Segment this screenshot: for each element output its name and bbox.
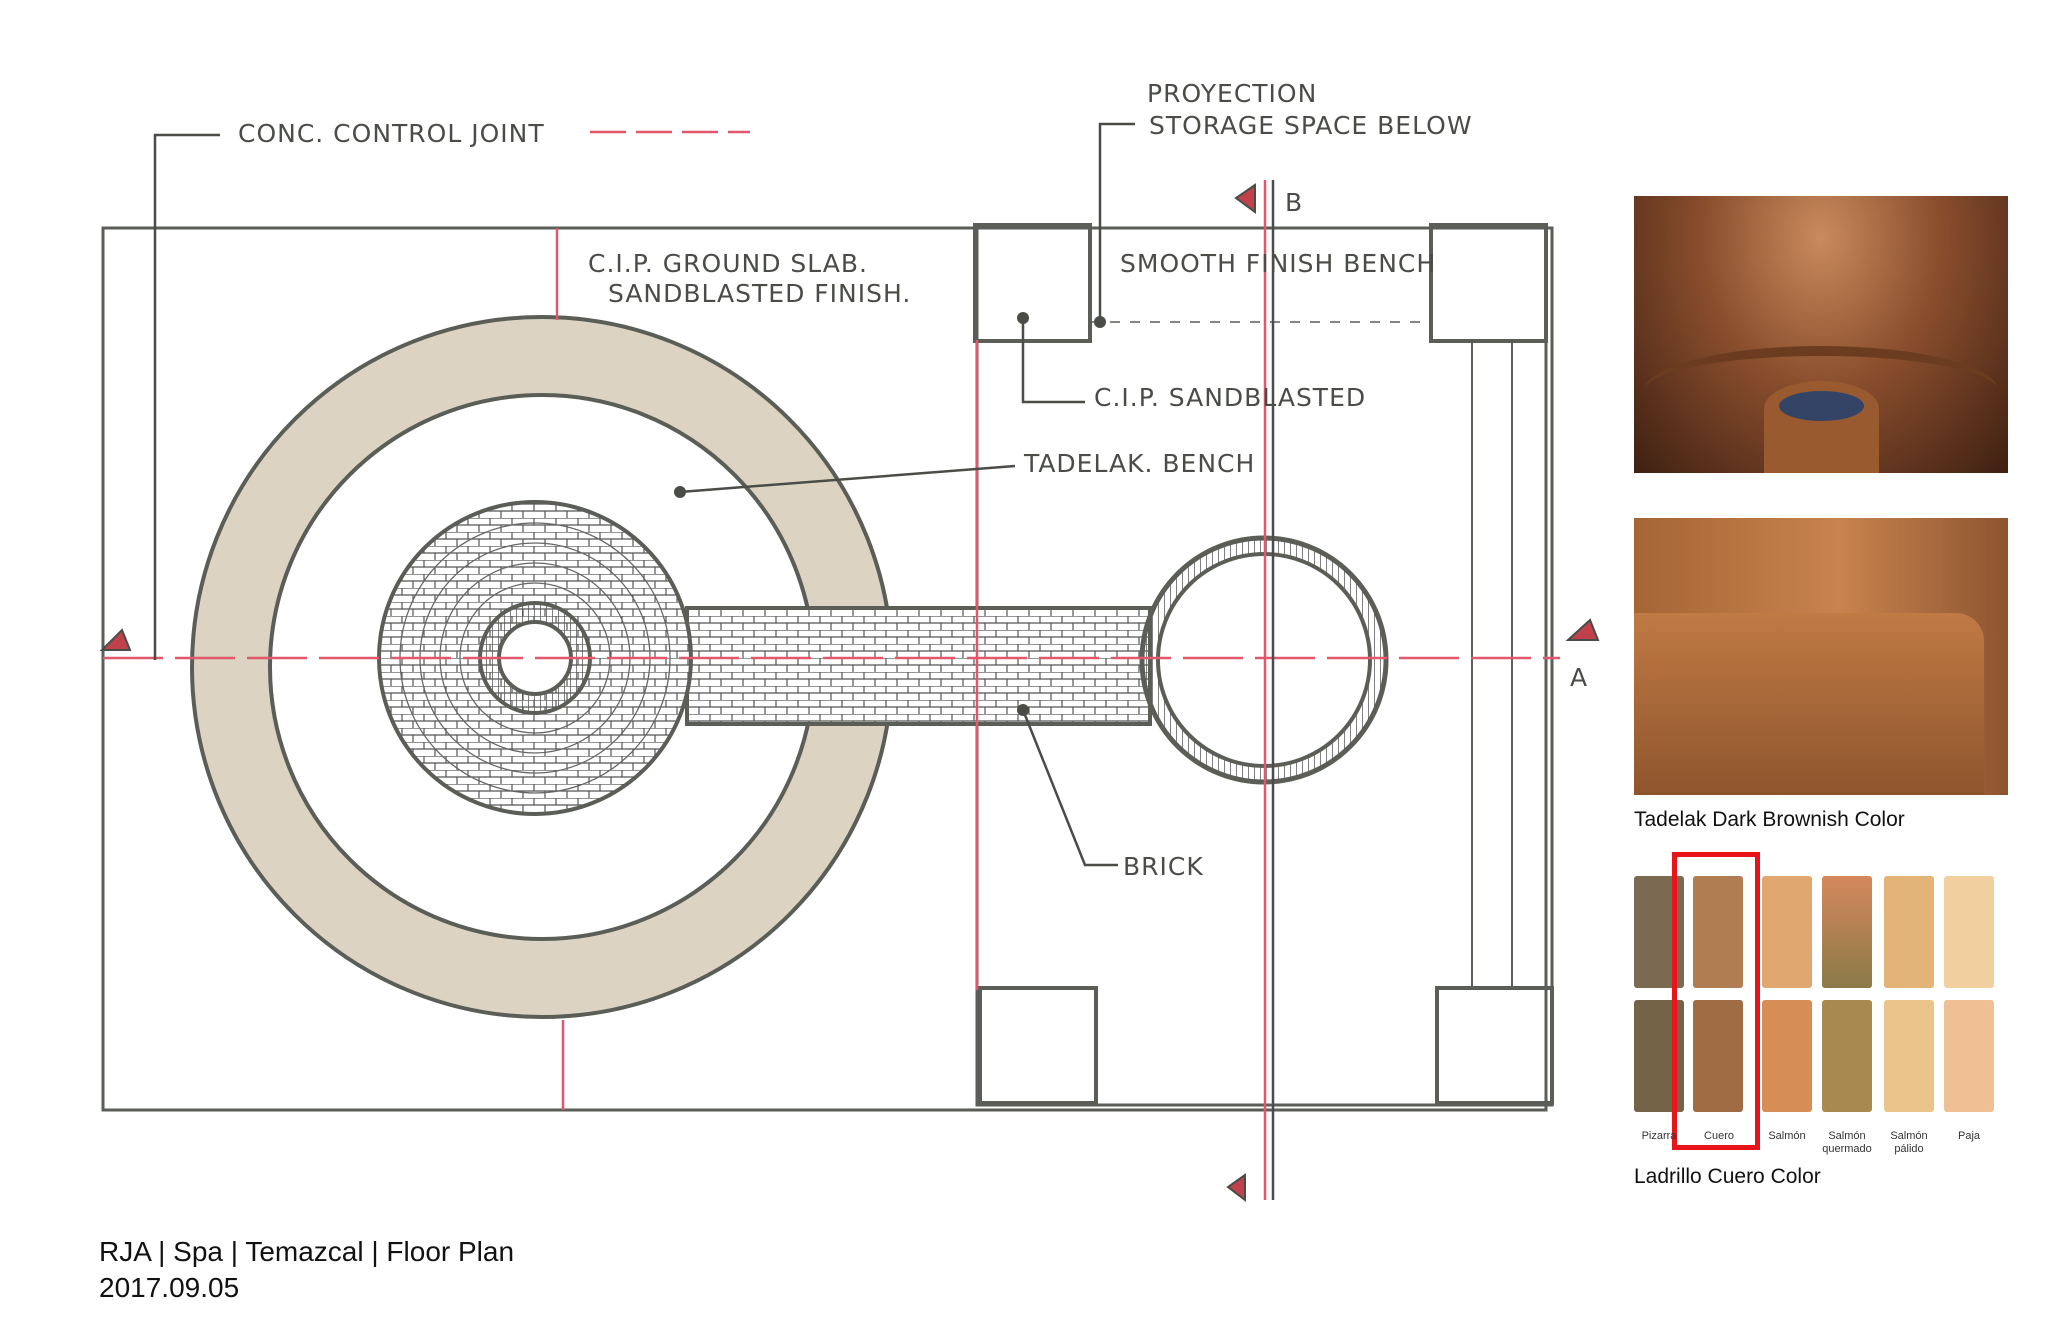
label-slab-1: C.I.P. GROUND SLAB. bbox=[588, 249, 868, 278]
label-storage: STORAGE SPACE BELOW bbox=[1149, 111, 1473, 140]
brick-label: Pizarra bbox=[1641, 1130, 1677, 1142]
brick-label: Salmón pálido bbox=[1890, 1130, 1928, 1155]
label-proyection: PROYECTION bbox=[1147, 79, 1317, 108]
brick-swatch-salmon-quermado bbox=[1822, 1000, 1872, 1112]
label-smooth-bench: SMOOTH FINISH BENCH bbox=[1120, 249, 1436, 278]
control-joints bbox=[103, 130, 1560, 1200]
slab-outline bbox=[101, 226, 1548, 1112]
sheet-title: RJA | Spa | Temazcal | Floor Plan bbox=[99, 1236, 515, 1267]
section-a-label: A bbox=[1570, 663, 1588, 692]
bench-box bbox=[1429, 223, 1548, 343]
brick-label: Salmón bbox=[1768, 1130, 1806, 1142]
tadelak-bench-photo bbox=[1634, 518, 2008, 795]
brick-label: Paja bbox=[1957, 1130, 1981, 1142]
label-slab-2: SANDBLASTED FINISH. bbox=[608, 279, 911, 308]
label-control-joint: CONC. CONTROL JOINT bbox=[238, 119, 545, 148]
label-tadelak-bench: TADELAK. BENCH bbox=[1023, 449, 1255, 478]
brick-swatch-paja bbox=[1944, 1000, 1994, 1112]
tadelak-caption: Tadelak Dark Brownish Color bbox=[1634, 808, 1905, 831]
selected-brick-highlight bbox=[1672, 852, 1760, 1150]
brick-caption: Ladrillo Cuero Color bbox=[1634, 1165, 1821, 1188]
label-cip-sandblasted: C.I.P. SANDBLASTED bbox=[1094, 383, 1366, 412]
bench-box bbox=[1435, 986, 1554, 1105]
sheet-date: 2017.09.05 bbox=[99, 1272, 240, 1303]
brick-swatch-salmon-quermado bbox=[1822, 876, 1872, 988]
brick-path bbox=[685, 606, 1152, 726]
label-brick: BRICK bbox=[1123, 852, 1204, 881]
brick-swatch-salmon bbox=[1762, 1000, 1812, 1112]
brick-label: Salmón quermado bbox=[1822, 1130, 1872, 1155]
brick-swatch-paja bbox=[1944, 876, 1994, 988]
brick-swatch-salmon-palido bbox=[1884, 876, 1934, 988]
bench-box bbox=[978, 986, 1098, 1105]
brick-label: Cuero bbox=[1704, 1130, 1734, 1142]
brick-swatch-salmon-palido bbox=[1884, 1000, 1934, 1112]
section-b-label: B bbox=[1285, 188, 1303, 217]
temazcal-interior-photo bbox=[1634, 196, 2008, 473]
section-markers bbox=[99, 183, 1600, 1203]
brick-swatch-cuero bbox=[1693, 1000, 1743, 1112]
brick-swatch-salmon bbox=[1762, 876, 1812, 988]
brick-swatch-cuero bbox=[1693, 876, 1743, 988]
bench-box bbox=[973, 223, 1092, 343]
